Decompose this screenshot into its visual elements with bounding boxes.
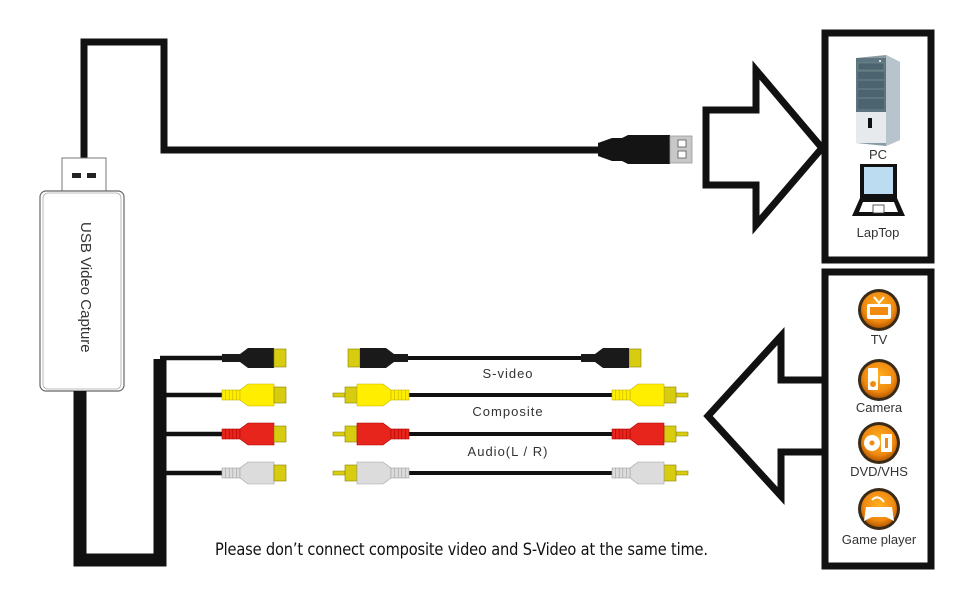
connector-tip	[273, 464, 287, 482]
cable-row-audio-l	[160, 422, 689, 446]
rca-body	[356, 461, 392, 485]
connector-tip	[273, 348, 287, 368]
rca-pin	[675, 392, 689, 398]
cable-label-svideo: S-video	[482, 366, 533, 381]
connector-tip	[628, 348, 642, 368]
connector-tip	[347, 348, 361, 368]
rca-grip	[221, 389, 241, 401]
connector-tip	[344, 425, 358, 443]
usb-cable	[80, 38, 600, 158]
rca-body	[629, 422, 665, 446]
arrow-to-computer	[702, 60, 827, 235]
rca-grip	[611, 467, 631, 479]
device-usb-connector	[61, 157, 107, 192]
source-label-dvd: DVD/VHS	[850, 464, 908, 479]
source-label-tv: TV	[871, 332, 888, 347]
tv-icon	[858, 289, 900, 331]
rca-pin	[332, 470, 346, 476]
rca-grip	[611, 428, 631, 440]
rca-pin	[332, 392, 346, 398]
device-av-cable	[73, 359, 167, 567]
usb-plug	[598, 135, 693, 164]
cable-label-audio-l: Audio(L / R)	[468, 444, 549, 459]
cable-row-audio-r	[160, 461, 689, 485]
cable-row-svideo	[160, 348, 642, 368]
gamepad-icon	[858, 488, 900, 530]
arrow-from-sources	[703, 326, 828, 506]
connector-tip	[663, 386, 677, 404]
connector-tip	[663, 425, 677, 443]
rca-pin	[675, 470, 689, 476]
rca-grip	[390, 389, 410, 401]
warning-note: Please don’t connect composite video and…	[215, 540, 708, 560]
svideo-socket	[222, 348, 274, 368]
desktop-tower-icon	[856, 55, 900, 146]
rca-pin	[675, 431, 689, 437]
dvd-vhs-icon	[858, 422, 900, 464]
connector-tip	[344, 464, 358, 482]
rca-body	[629, 383, 665, 407]
rca-grip	[390, 428, 410, 440]
rca-body	[239, 383, 275, 407]
rca-body	[239, 422, 275, 446]
rca-grip	[390, 467, 410, 479]
rca-pin	[332, 431, 346, 437]
rca-grip	[611, 389, 631, 401]
usb-capture-device: USB Video Capture	[39, 190, 125, 392]
target-label-laptop: LapTop	[857, 225, 900, 240]
cable-label-composite: Composite	[472, 404, 543, 419]
source-label-game: Game player	[842, 532, 917, 547]
svideo-plug	[581, 348, 629, 368]
target-label-pc: PC	[869, 147, 887, 162]
connector-tip	[663, 464, 677, 482]
connector-tip	[273, 386, 287, 404]
laptop-icon	[852, 164, 905, 216]
rca-grip	[221, 467, 241, 479]
rca-body	[356, 422, 392, 446]
connector-tip	[273, 425, 287, 443]
rca-grip	[221, 428, 241, 440]
rca-body	[629, 461, 665, 485]
source-label-camera: Camera	[856, 400, 903, 415]
device-label: USB Video Capture	[77, 222, 94, 353]
cable-row-composite	[160, 383, 689, 407]
rca-body	[356, 383, 392, 407]
camera-icon	[858, 359, 900, 401]
rca-body	[239, 461, 275, 485]
svideo-plug	[360, 348, 408, 368]
connector-tip	[344, 386, 358, 404]
